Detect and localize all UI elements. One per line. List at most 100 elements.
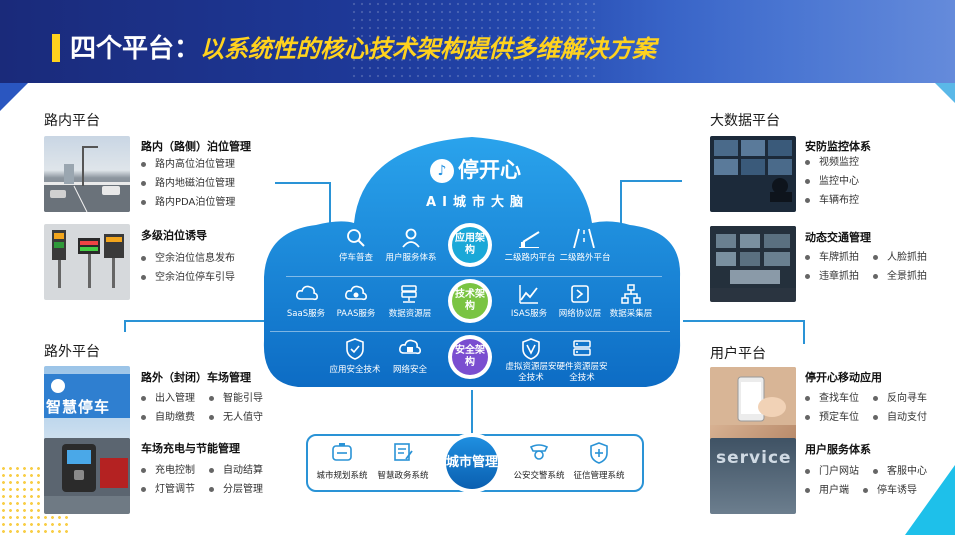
- corner-decoration: [935, 83, 955, 103]
- mgmt-item-label: 征信管理系统: [573, 471, 625, 481]
- app-item-label: 停车普查: [338, 253, 373, 263]
- badge-application-architecture: 应用架构: [448, 223, 492, 267]
- card-title-user-service: 用户服务体系: [805, 443, 871, 456]
- connector-line: [329, 182, 331, 228]
- traffic-management-image: [710, 226, 796, 288]
- card-list-guidance: 空余泊位信息发布 空余泊位停车引导: [141, 249, 235, 287]
- mgmt-item-label: 公安交警系统: [513, 471, 565, 481]
- badge-city-management: 城市管理: [442, 433, 502, 493]
- corner-decoration: [0, 83, 28, 111]
- tech-item-label: ISAS服务: [510, 309, 548, 319]
- card-title-charging: 车场充电与节能管理: [141, 442, 240, 455]
- badge-label: 城市管理: [446, 437, 498, 489]
- hardware-icon: [571, 338, 593, 362]
- card-list-mobile-app: 查找车位反向寻车 预定车位自动支付: [805, 389, 927, 427]
- user-icon: [399, 228, 423, 252]
- brand-logo-text: 停开心: [458, 158, 521, 182]
- card-title-dynamic-traffic: 动态交通管理: [805, 231, 871, 244]
- police-icon: [528, 442, 550, 466]
- badge-label: 安全架构: [452, 339, 488, 375]
- barrier-icon: [518, 228, 542, 252]
- security-item-label: 应用安全技术: [329, 365, 381, 375]
- smart-parking-sign-image: [44, 374, 130, 418]
- layer-divider: [270, 331, 670, 332]
- mgmt-item-label: 城市规划系统: [316, 471, 368, 481]
- list-item: 用户端停车诱导: [805, 481, 927, 500]
- corner-decoration: [905, 465, 955, 535]
- mobile-app-photo: [710, 367, 796, 443]
- banner-glow: [535, 0, 955, 83]
- card-list-onstreet-berth: 路内高位泊位管理 路内地磁泊位管理 路内PDA泊位管理: [141, 155, 235, 212]
- network-security-icon: [399, 338, 421, 362]
- connector-line: [803, 320, 805, 344]
- guidance-sign-image: [52, 230, 124, 288]
- card-title-security-monitor: 安防监控体系: [805, 140, 871, 153]
- user-service-photo: service: [710, 438, 796, 514]
- list-item: 门户网站客服中心: [805, 462, 927, 481]
- card-list-charging: 充电控制自动结算 灯管调节分层管理: [141, 461, 263, 499]
- tech-item-label: 网络协议层: [558, 309, 602, 319]
- onstreet-photo: [44, 136, 130, 212]
- guidance-sign-photo: [44, 224, 130, 300]
- security-item-label: 硬件资源层安全技术: [556, 362, 608, 383]
- list-item: 路内地磁泊位管理: [141, 174, 235, 193]
- app-item-label: 二级路外平台: [559, 253, 611, 263]
- list-item: 路内高位泊位管理: [141, 155, 235, 174]
- list-item: 出入管理智能引导: [141, 389, 263, 408]
- banner-dots: [350, 0, 600, 83]
- list-item: 空余泊位停车引导: [141, 268, 235, 287]
- credit-icon: [588, 442, 610, 468]
- badge-security-architecture: 安全架构: [448, 335, 492, 379]
- connector-line: [471, 390, 473, 434]
- virtual-shield-icon: [520, 338, 542, 364]
- card-title-offstreet-lot: 路外（封闭）车场管理: [141, 371, 251, 384]
- connector-line: [620, 180, 622, 228]
- list-item: 充电控制自动结算: [141, 461, 263, 480]
- search-icon: [344, 228, 368, 252]
- badge-label: 技术架构: [452, 283, 488, 319]
- connector-line: [124, 320, 126, 332]
- database-icon: [398, 284, 420, 308]
- title-colon: ：: [174, 34, 201, 64]
- section-title-bigdata: 大数据平台: [710, 113, 780, 129]
- tech-item-label: SaaS服务: [286, 309, 326, 319]
- smart-parking-sign-text: 智慧停车: [46, 398, 111, 416]
- section-title-onstreet: 路内平台: [44, 113, 100, 129]
- badge-technical-architecture: 技术架构: [448, 279, 492, 323]
- title-subtitle: 以系统性的核心技术架构提供多维解决方案: [200, 35, 657, 63]
- section-title-offstreet: 路外平台: [44, 344, 100, 360]
- header-banner: [0, 0, 955, 83]
- security-item-label: 网络安全: [392, 365, 427, 375]
- connector-line: [683, 320, 805, 322]
- charging-station-image: [44, 438, 130, 496]
- badge-label: 应用架构: [452, 227, 488, 263]
- tech-item-label: 数据采集层: [609, 309, 653, 319]
- page-title: 四个平台：以系统性的核心技术架构提供多维解决方案: [70, 28, 656, 65]
- card-list-offstreet-lot: 出入管理智能引导 自助缴费无人值守: [141, 389, 263, 427]
- security-item-label: 虚拟资源层安全技术: [505, 362, 557, 383]
- street-scene-image: [44, 146, 130, 212]
- monitoring-photo: [710, 136, 796, 212]
- brand-logo: ♪停开心: [430, 154, 521, 184]
- title-main: 四个平台: [70, 34, 175, 64]
- title-accent-bar: [52, 34, 60, 62]
- list-item: 违章抓拍全景抓拍: [805, 267, 927, 286]
- list-item: 车辆布控: [805, 191, 859, 210]
- chart-icon: [518, 284, 540, 308]
- list-item: 自助缴费无人值守: [141, 408, 263, 427]
- ai-city-brain-title: AI城市大脑: [426, 195, 529, 210]
- list-item: 车牌抓拍人脸抓拍: [805, 248, 927, 267]
- list-item: 监控中心: [805, 172, 859, 191]
- connector-line: [275, 182, 331, 184]
- tech-item-label: PAAS服务: [336, 309, 376, 319]
- mobile-phone-image: [710, 367, 796, 425]
- card-title-mobile-app: 停开心移动应用: [805, 371, 882, 384]
- connector-line: [620, 180, 682, 182]
- protocol-icon: [569, 284, 591, 308]
- card-list-dynamic-traffic: 车牌抓拍人脸抓拍 违章抓拍全景抓拍: [805, 248, 927, 286]
- brand-logo-icon: ♪: [430, 159, 454, 183]
- app-item-label: 二级路内平台: [504, 253, 556, 263]
- cloud-gear-icon: [345, 284, 367, 306]
- layer-divider: [286, 276, 662, 277]
- app-item-label: 用户服务体系: [385, 253, 437, 263]
